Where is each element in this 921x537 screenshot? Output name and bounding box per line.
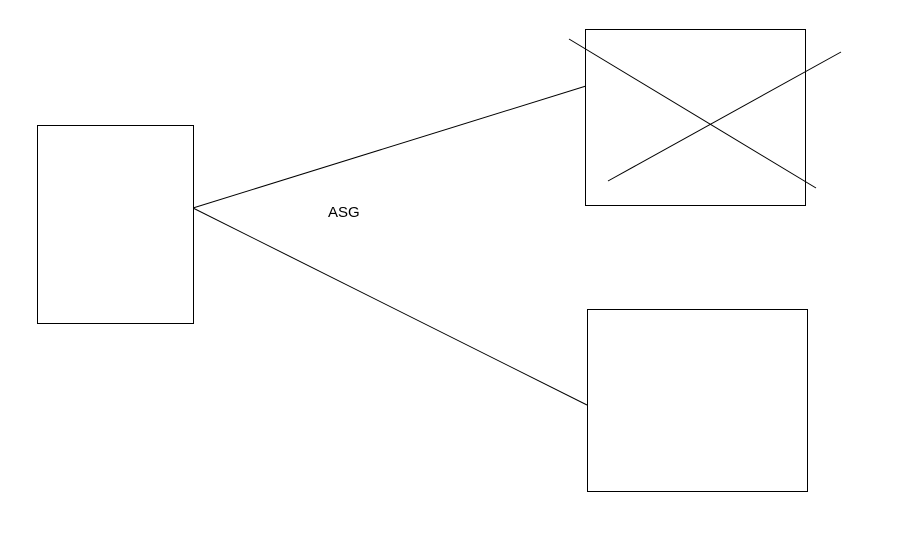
target-box-bottom[interactable] <box>587 309 808 492</box>
cross-out-line-2 <box>607 51 842 182</box>
source-box[interactable] <box>37 125 194 324</box>
edge-source-to-bottom-box <box>192 207 588 406</box>
edge-source-to-top-box <box>192 85 587 209</box>
edge-label: ASG <box>328 204 360 221</box>
cross-out-line-1 <box>568 38 817 189</box>
target-box-top[interactable] <box>585 29 806 206</box>
